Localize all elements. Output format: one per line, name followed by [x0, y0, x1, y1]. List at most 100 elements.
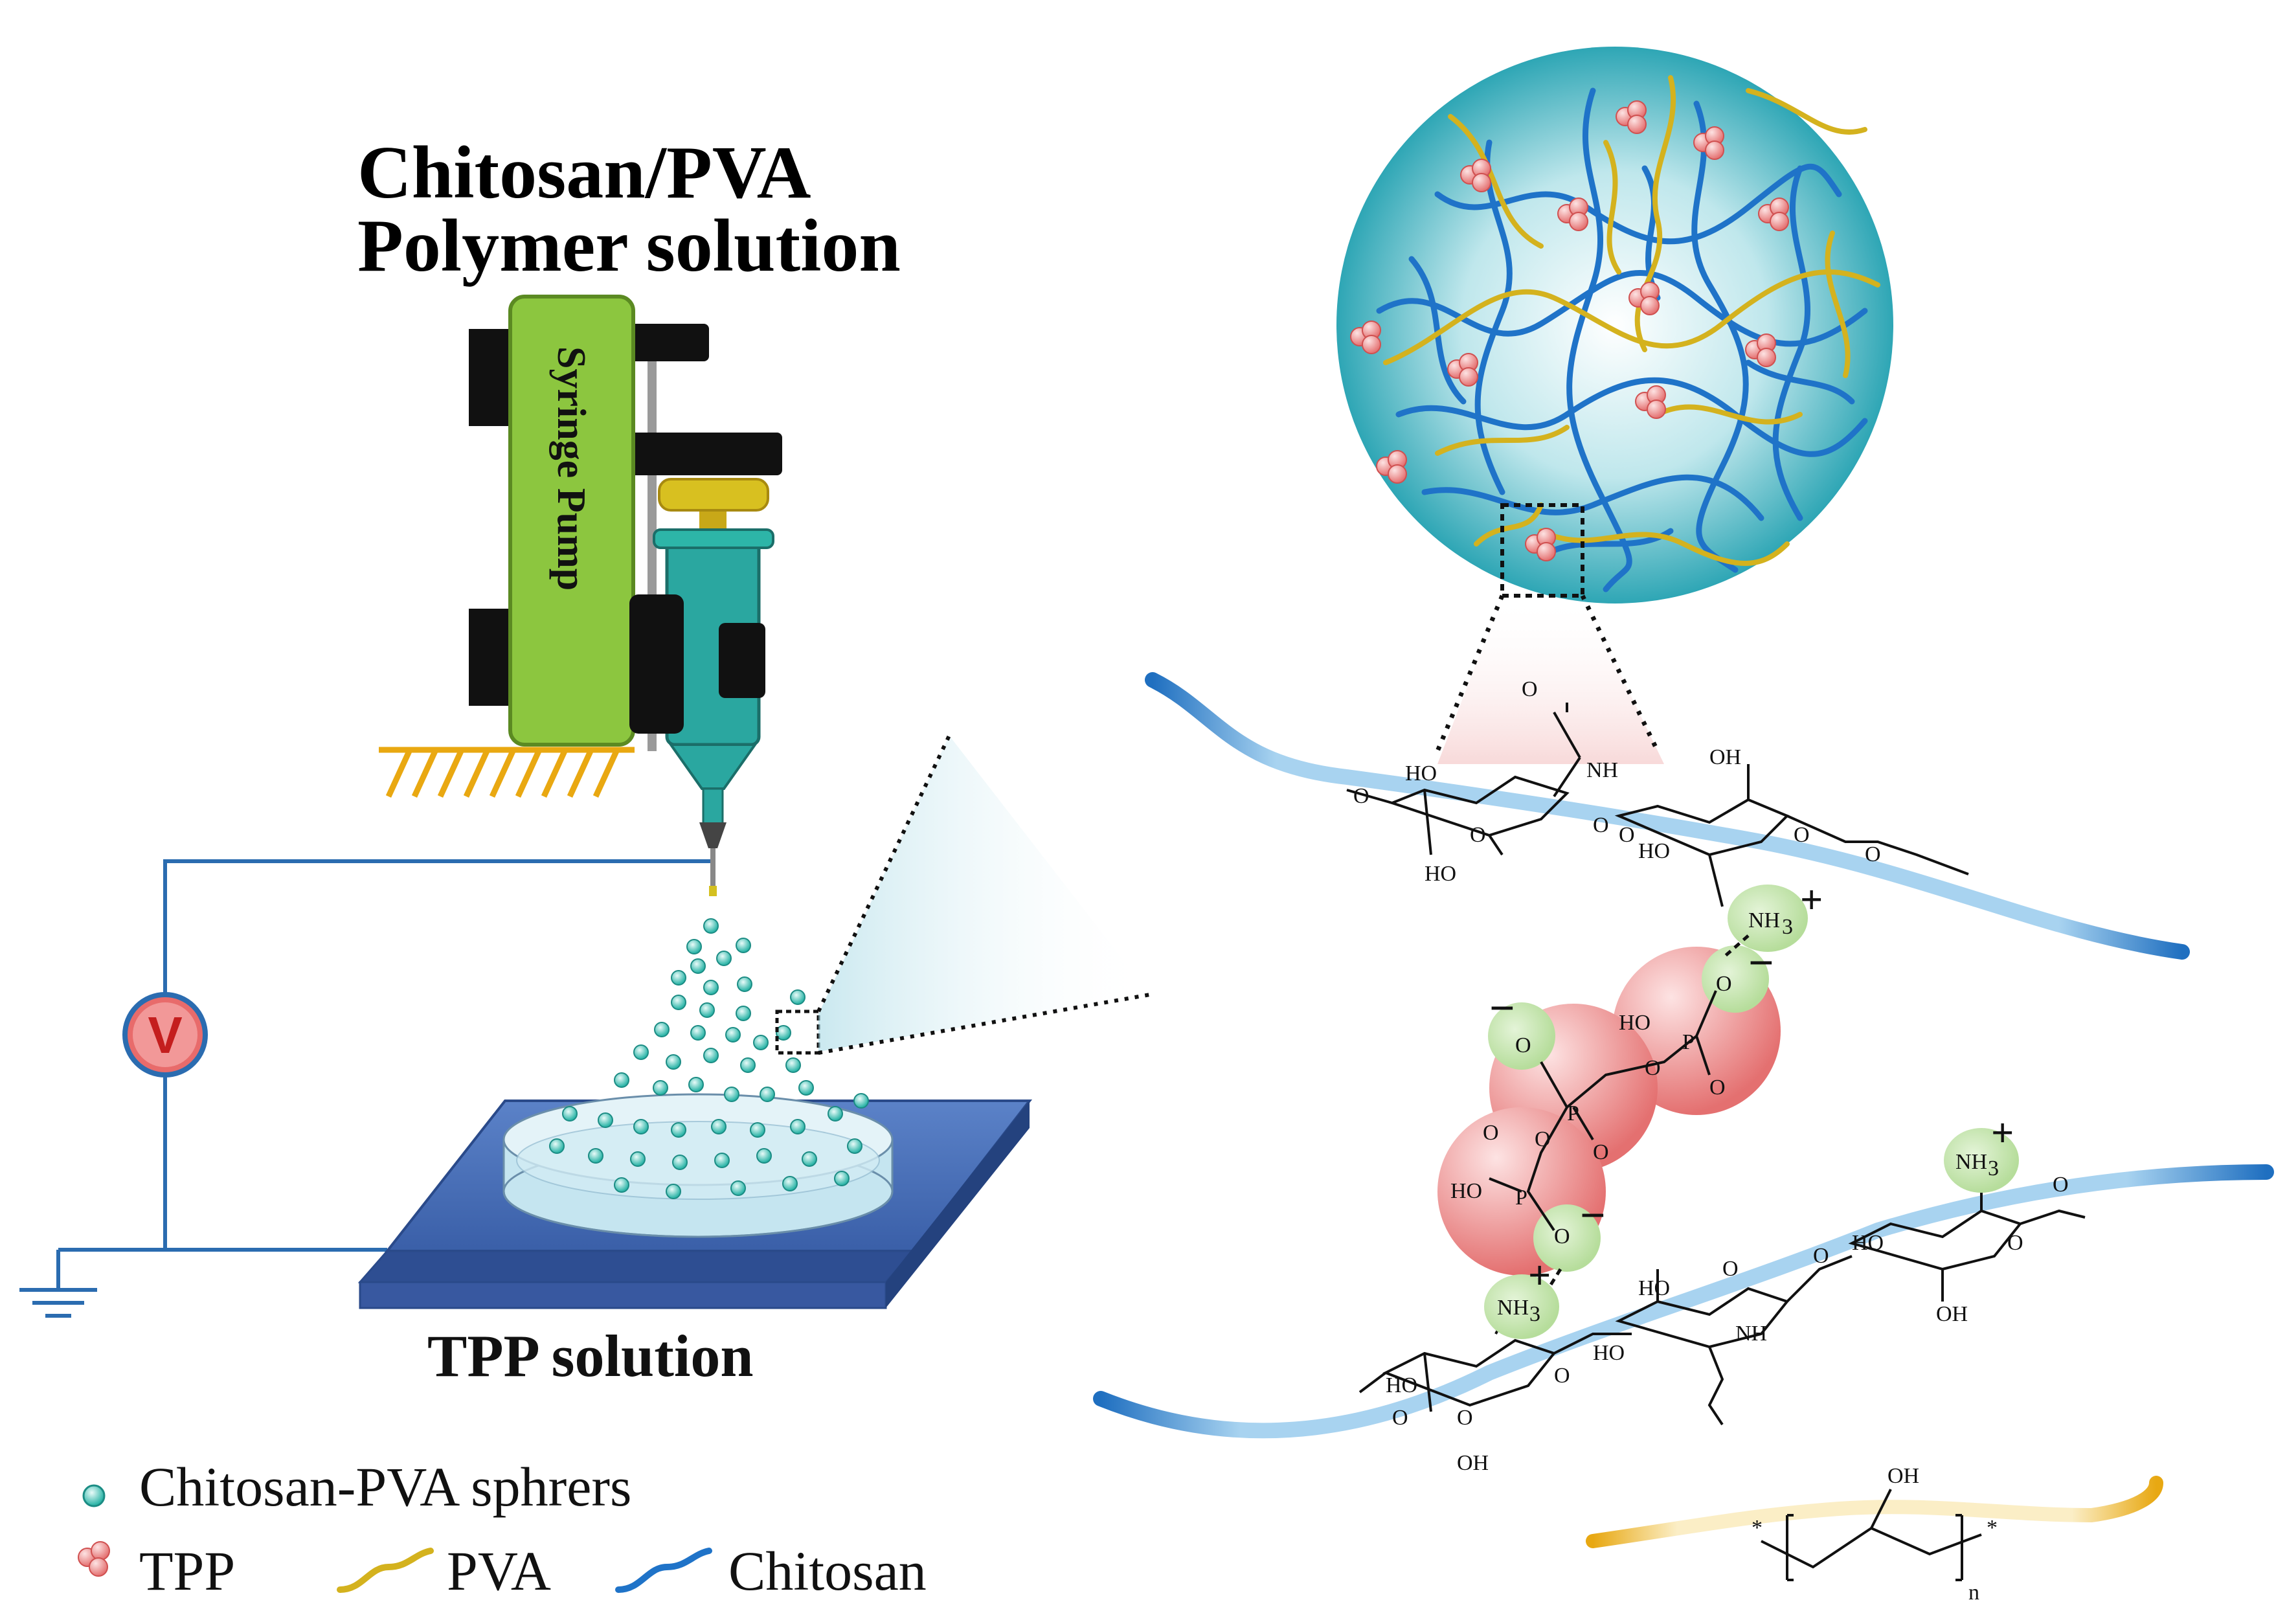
svg-text:O: O: [1535, 1127, 1551, 1151]
pump-body: [508, 295, 635, 747]
svg-text:OH: OH: [1457, 1451, 1489, 1475]
svg-text:+: +: [1528, 1254, 1551, 1298]
plate-front-edge: [359, 1281, 887, 1309]
legend-tpp-icon: [78, 1541, 110, 1577]
zoom-cone-droplet: [818, 736, 1150, 1052]
pva-structure: [1761, 1489, 1982, 1581]
svg-text:+: +: [1991, 1111, 2014, 1155]
amine-group-upper: NH 3 +: [1728, 878, 1823, 952]
svg-text:O: O: [1457, 1406, 1473, 1430]
svg-text:HO: HO: [1638, 839, 1670, 863]
svg-text:HO: HO: [1405, 761, 1437, 785]
svg-text:−: −: [1580, 1191, 1606, 1241]
chitosan-chain-lower: [1093, 1164, 2274, 1439]
legend-pva-label: PVA: [447, 1540, 551, 1602]
syringe-hub: [702, 787, 724, 829]
svg-text:O: O: [1392, 1406, 1408, 1430]
syringe-clamp: [719, 623, 765, 698]
pump-ground-hatch: [379, 747, 635, 798]
svg-text:O: O: [1554, 1224, 1570, 1248]
svg-text:3: 3: [1988, 1156, 1999, 1180]
wire-bottom: [163, 1072, 387, 1252]
legend-chitosan-icon: [615, 1548, 712, 1593]
zoom-box-droplet: [775, 1009, 820, 1055]
svg-text:O: O: [1722, 1257, 1739, 1281]
petri-dish: [502, 1093, 894, 1238]
pva-network: [1383, 75, 1880, 566]
title-line-1: Chitosan/PVA: [357, 131, 811, 214]
svg-text:OH: OH: [1936, 1302, 1968, 1326]
voltmeter-symbol: V: [148, 1006, 182, 1064]
svg-text:NH: NH: [1586, 758, 1618, 782]
anion-node: [1533, 1204, 1601, 1272]
syringe-tip: [668, 743, 758, 790]
svg-text:O: O: [1353, 784, 1369, 808]
title-line-2: Polymer solution: [357, 205, 901, 288]
legend: Chitosan-PVA sphrers TPP PVA Chitosan: [78, 1456, 927, 1602]
zoom-line: [1435, 594, 1505, 752]
svg-text:HO: HO: [1638, 1276, 1670, 1300]
wire-top: [163, 859, 710, 997]
svg-text:O: O: [1794, 823, 1810, 847]
svg-text:O: O: [1709, 1076, 1726, 1100]
svg-text:NH: NH: [1497, 1296, 1529, 1320]
svg-text:OH: OH: [1709, 745, 1741, 769]
anion-node: [1488, 1002, 1555, 1070]
tpp-clusters: [1350, 100, 1789, 561]
svg-text:HO: HO: [1619, 1011, 1650, 1035]
svg-text:HO: HO: [1852, 1231, 1884, 1255]
bath-label: TPP solution: [427, 1323, 754, 1389]
svg-text:HO: HO: [1450, 1179, 1482, 1203]
syringe-flange: [653, 528, 774, 549]
svg-text:O: O: [1522, 677, 1538, 701]
pva-n: n: [1968, 1581, 1979, 1605]
syringe-clamp: [629, 594, 684, 734]
pva-chain: [1586, 1476, 2163, 1548]
syringe-pump: Syringe Pump: [379, 295, 782, 798]
pva-star: *: [1987, 1516, 1998, 1540]
plate-front: [357, 1250, 916, 1283]
plunger-head: [658, 478, 769, 512]
ground-icon: [19, 1288, 97, 1318]
svg-text:O: O: [1716, 972, 1732, 996]
svg-text:NH: NH: [1748, 908, 1780, 932]
pump-label: Syringe Pump: [549, 346, 593, 591]
svg-text:P: P: [1567, 1101, 1579, 1125]
amine-group-lower-right: NH 3 +: [1944, 1111, 2019, 1193]
svg-text:O: O: [1515, 1033, 1531, 1057]
syringe: [629, 478, 774, 896]
needle-base: [699, 822, 727, 848]
zoom-cone-sphere: [1437, 596, 1664, 764]
pva-oh: OH: [1887, 1464, 1919, 1488]
svg-text:3: 3: [1529, 1302, 1540, 1326]
ionic-bond: [1721, 934, 1750, 960]
svg-text:P: P: [1515, 1186, 1527, 1210]
svg-text:−: −: [1489, 984, 1515, 1033]
svg-text:O: O: [1554, 1364, 1570, 1388]
anion-node: [1702, 945, 1769, 1013]
svg-text:HO: HO: [1593, 1341, 1625, 1365]
chitosan-pva-sphere: [1336, 47, 1893, 603]
svg-text:O: O: [1645, 1056, 1661, 1080]
chitosan-labels-upper: HO O NH O O HO O O OH HO O O: [1353, 677, 1881, 886]
svg-text:O: O: [1470, 823, 1486, 847]
chitosan-structure-upper: [1346, 703, 1969, 907]
needle-tip: [709, 886, 717, 896]
legend-sphere-icon: [82, 1484, 106, 1507]
voltmeter: V: [122, 992, 208, 1077]
legend-tpp-label: TPP: [139, 1540, 235, 1602]
zoom-line: [818, 993, 1151, 1055]
pump-pusher-block: [629, 433, 782, 475]
svg-text:O: O: [1619, 823, 1635, 847]
svg-text:−: −: [1748, 938, 1774, 988]
svg-text:O: O: [1813, 1244, 1829, 1268]
needle: [710, 848, 715, 894]
svg-text:+: +: [1800, 878, 1823, 922]
chitosan-labels-lower: HO O O OH O HO HO O NH O HO O OH O: [1386, 1173, 2069, 1475]
legend-pva-icon: [337, 1548, 434, 1593]
spray-droplets: [549, 918, 869, 1199]
svg-text:O: O: [2053, 1173, 2069, 1197]
svg-text:O: O: [1593, 813, 1609, 837]
svg-text:O: O: [1865, 842, 1881, 866]
